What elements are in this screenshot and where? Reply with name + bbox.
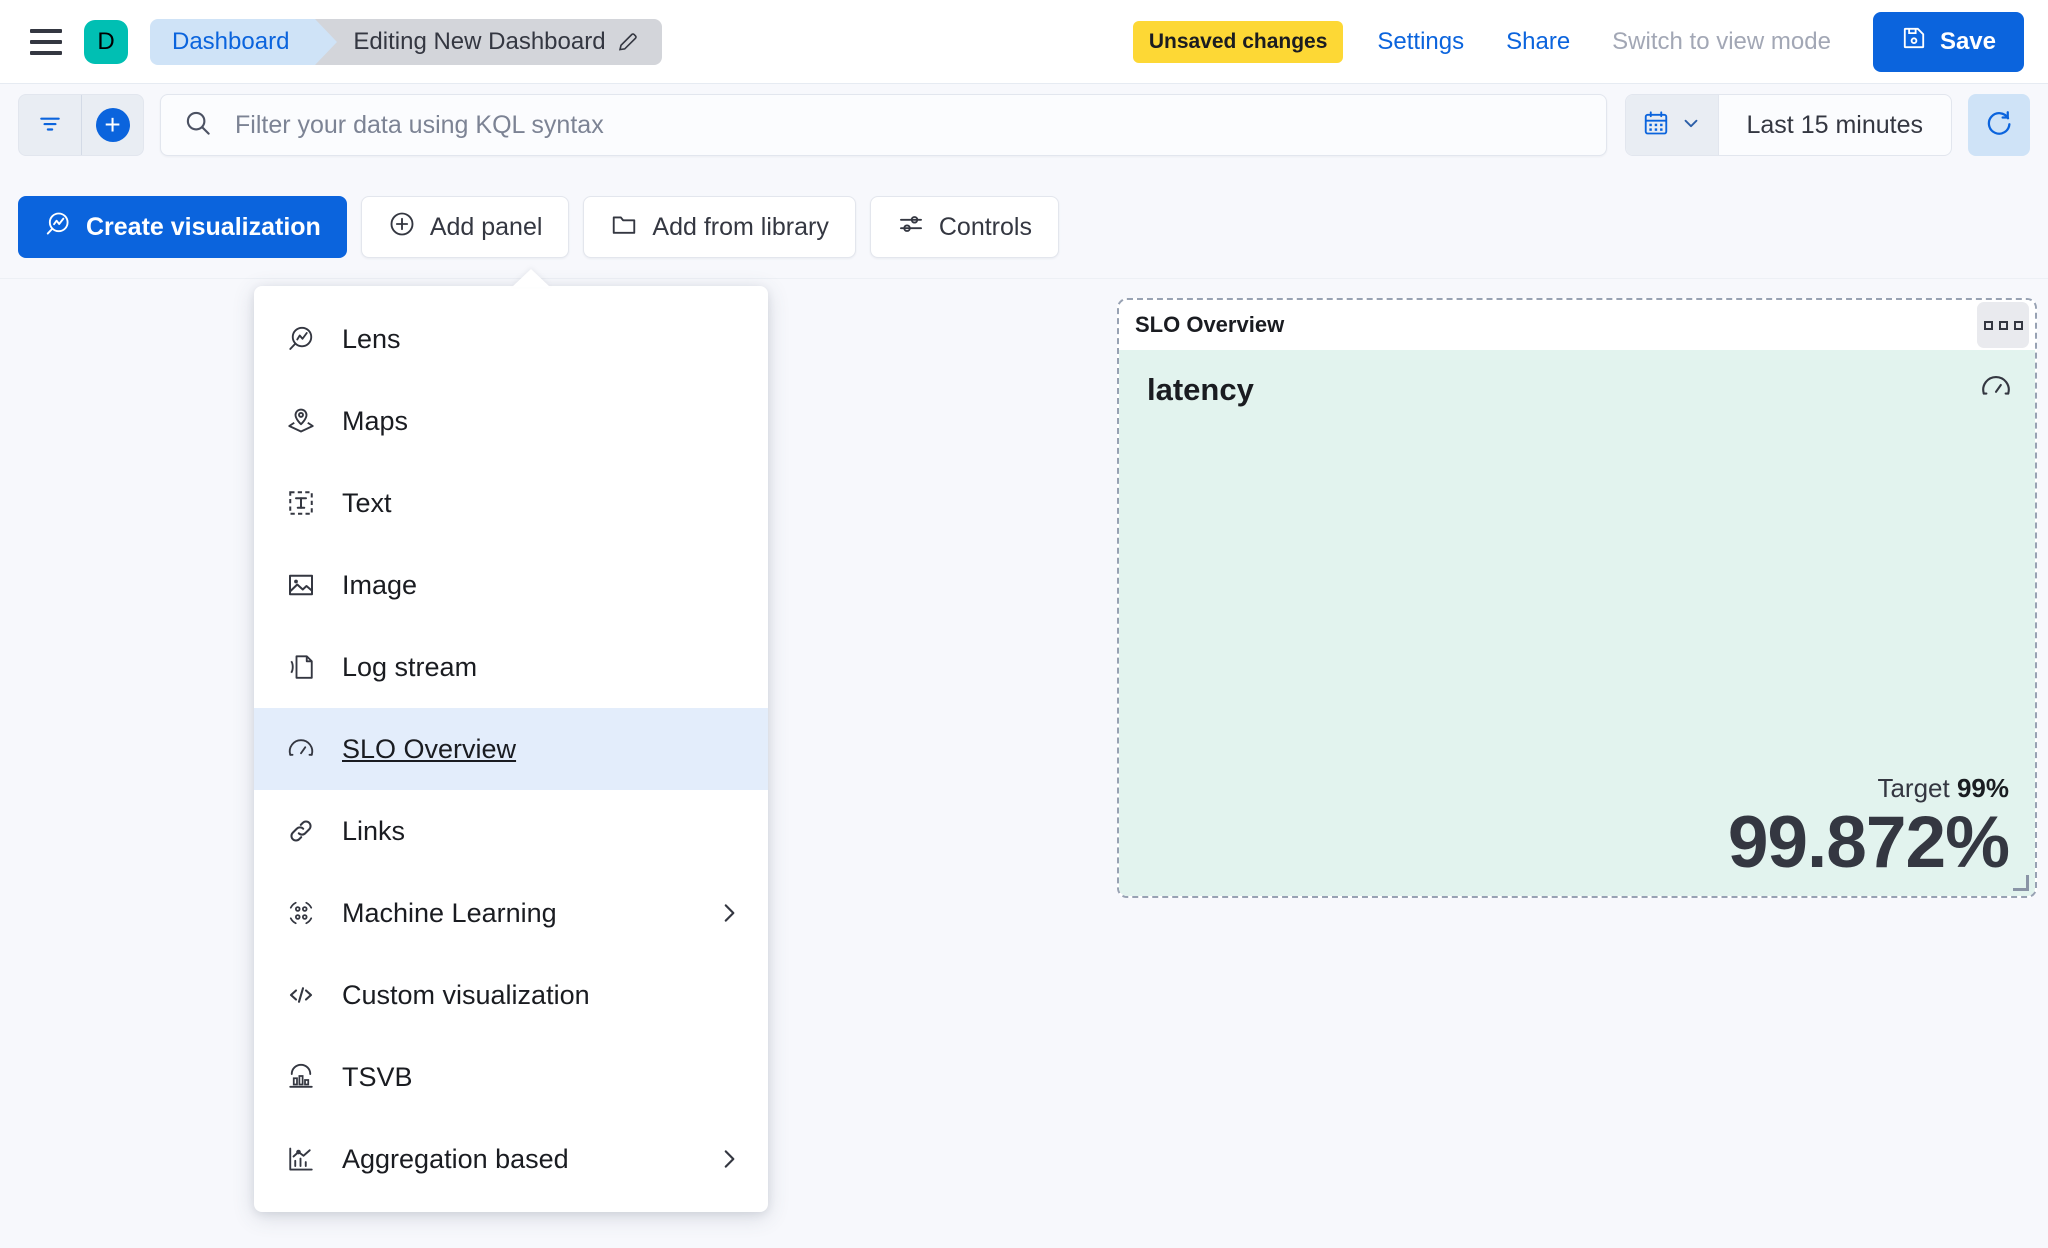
filter-options-button[interactable] bbox=[19, 95, 81, 155]
add-panel-menu: Lens Maps Text bbox=[254, 269, 768, 1212]
menu-item-label: Lens bbox=[342, 323, 401, 354]
query-bar: + Filter your data using KQL syntax bbox=[0, 84, 2048, 166]
dashboard-toolbar: Create visualization Add panel Add from … bbox=[18, 196, 1059, 258]
panel-title: SLO Overview bbox=[1135, 312, 1285, 337]
folder-icon bbox=[610, 210, 638, 245]
menu-item-label: Text bbox=[342, 487, 392, 518]
controls-icon bbox=[897, 210, 925, 245]
tsvb-icon bbox=[284, 1060, 318, 1094]
switch-to-view-mode-link[interactable]: Switch to view mode bbox=[1612, 27, 1831, 55]
settings-link[interactable]: Settings bbox=[1377, 27, 1465, 55]
text-icon bbox=[284, 486, 318, 520]
menu-item-label: Custom visualization bbox=[342, 979, 590, 1010]
plus-circle-icon: + bbox=[95, 108, 130, 142]
breadcrumb-current-label: Editing New Dashboard bbox=[353, 27, 606, 55]
pencil-icon[interactable] bbox=[616, 30, 640, 54]
breadcrumb: Dashboard Editing New Dashboard bbox=[150, 18, 662, 65]
date-picker-quick-menu[interactable] bbox=[1625, 95, 1719, 155]
menu-item-custom-visualization[interactable]: Custom visualization bbox=[254, 954, 768, 1036]
save-disk-icon bbox=[1901, 25, 1927, 58]
slo-current-value: 99.872% bbox=[1727, 801, 2010, 883]
panel-header: SLO Overview bbox=[1119, 300, 2035, 350]
menu-item-label: SLO Overview bbox=[342, 733, 517, 764]
slo-target-value: 99% bbox=[1956, 772, 2009, 803]
search-input[interactable]: Filter your data using KQL syntax bbox=[160, 94, 1607, 156]
image-icon bbox=[284, 568, 318, 602]
menu-item-text[interactable]: Text bbox=[254, 462, 768, 544]
chevron-down-icon bbox=[1680, 112, 1702, 139]
save-button[interactable]: Save bbox=[1872, 11, 2024, 72]
menu-item-tsvb[interactable]: TSVB bbox=[254, 1036, 768, 1118]
menu-item-label: Machine Learning bbox=[342, 897, 557, 928]
menu-item-image[interactable]: Image bbox=[254, 544, 768, 626]
add-from-library-label: Add from library bbox=[652, 212, 829, 241]
add-panel-label: Add panel bbox=[429, 212, 543, 241]
aggregation-icon bbox=[284, 1142, 318, 1176]
add-from-library-button[interactable]: Add from library bbox=[583, 196, 856, 258]
breadcrumb-current[interactable]: Editing New Dashboard bbox=[315, 18, 662, 65]
gauge-icon bbox=[284, 732, 318, 766]
menu-item-machine-learning[interactable]: Machine Learning bbox=[254, 872, 768, 954]
share-link[interactable]: Share bbox=[1506, 27, 1571, 55]
menu-item-slo-overview[interactable]: SLO Overview bbox=[254, 708, 768, 790]
lens-icon bbox=[284, 322, 318, 356]
refresh-button[interactable] bbox=[1968, 94, 2030, 156]
menu-item-label: Links bbox=[342, 815, 406, 846]
menu-item-label: Aggregation based bbox=[342, 1143, 569, 1174]
add-filter-button[interactable]: + bbox=[81, 95, 143, 155]
menu-item-label: Log stream bbox=[342, 651, 478, 682]
date-picker: Last 15 minutes bbox=[1624, 94, 1952, 156]
maps-icon bbox=[284, 404, 318, 438]
space-avatar[interactable]: D bbox=[84, 19, 128, 64]
panel-resize-handle[interactable] bbox=[2013, 875, 2029, 891]
menu-item-log-stream[interactable]: Log stream bbox=[254, 626, 768, 708]
add-panel-button[interactable]: Add panel bbox=[360, 196, 570, 258]
search-input-placeholder: Filter your data using KQL syntax bbox=[235, 110, 604, 139]
code-icon bbox=[284, 978, 318, 1012]
controls-button[interactable]: Controls bbox=[869, 196, 1059, 258]
slo-target-label: Target bbox=[1877, 772, 1950, 803]
panel-context-menu-icon[interactable] bbox=[1977, 302, 2029, 348]
search-icon bbox=[183, 108, 213, 143]
slo-metrics: Target 99% 99.872% bbox=[1727, 773, 2010, 883]
save-button-label: Save bbox=[1939, 27, 1996, 55]
menu-item-lens[interactable]: Lens bbox=[254, 298, 768, 380]
slo-target: Target 99% bbox=[1728, 773, 2009, 804]
menu-item-label: TSVB bbox=[342, 1061, 413, 1092]
panel-body: latency Target 99% 99.872% bbox=[1119, 350, 2035, 896]
popover-arrow bbox=[512, 269, 550, 287]
hamburger-menu-icon[interactable] bbox=[24, 20, 68, 64]
date-picker-range[interactable]: Last 15 minutes bbox=[1746, 110, 1924, 139]
controls-label: Controls bbox=[938, 212, 1032, 241]
menu-item-links[interactable]: Links bbox=[254, 790, 768, 872]
create-visualization-label: Create visualization bbox=[86, 212, 321, 241]
create-visualization-button[interactable]: Create visualization bbox=[18, 196, 347, 258]
unsaved-changes-badge[interactable]: Unsaved changes bbox=[1132, 20, 1344, 63]
chevron-right-icon bbox=[716, 1146, 742, 1172]
refresh-icon bbox=[1984, 108, 2014, 143]
menu-item-aggregation-based[interactable]: Aggregation based bbox=[254, 1118, 768, 1200]
ml-icon bbox=[284, 896, 318, 930]
breadcrumb-dashboard-label: Dashboard bbox=[172, 27, 290, 55]
log-stream-icon bbox=[284, 650, 318, 684]
top-header: D Dashboard Editing New Dashboard Unsave… bbox=[0, 0, 2048, 84]
menu-item-maps[interactable]: Maps bbox=[254, 380, 768, 462]
header-actions: Unsaved changes Settings Share Switch to… bbox=[1132, 11, 2024, 72]
link-icon bbox=[284, 814, 318, 848]
slo-name: latency bbox=[1147, 372, 1254, 407]
gauge-icon bbox=[1979, 370, 2013, 409]
lens-icon bbox=[44, 210, 72, 245]
menu-item-label: Image bbox=[342, 569, 418, 600]
breadcrumb-dashboard[interactable]: Dashboard bbox=[150, 18, 338, 65]
menu-item-label: Maps bbox=[342, 405, 409, 436]
filter-controls: + bbox=[18, 94, 144, 156]
dashboard-panel-slo-overview[interactable]: SLO Overview latency Target 99% 99.872% bbox=[1117, 298, 2037, 898]
plus-circle-outline-icon bbox=[388, 210, 416, 245]
chevron-right-icon bbox=[716, 900, 742, 926]
calendar-icon bbox=[1642, 109, 1670, 142]
filter-icon bbox=[37, 110, 63, 141]
